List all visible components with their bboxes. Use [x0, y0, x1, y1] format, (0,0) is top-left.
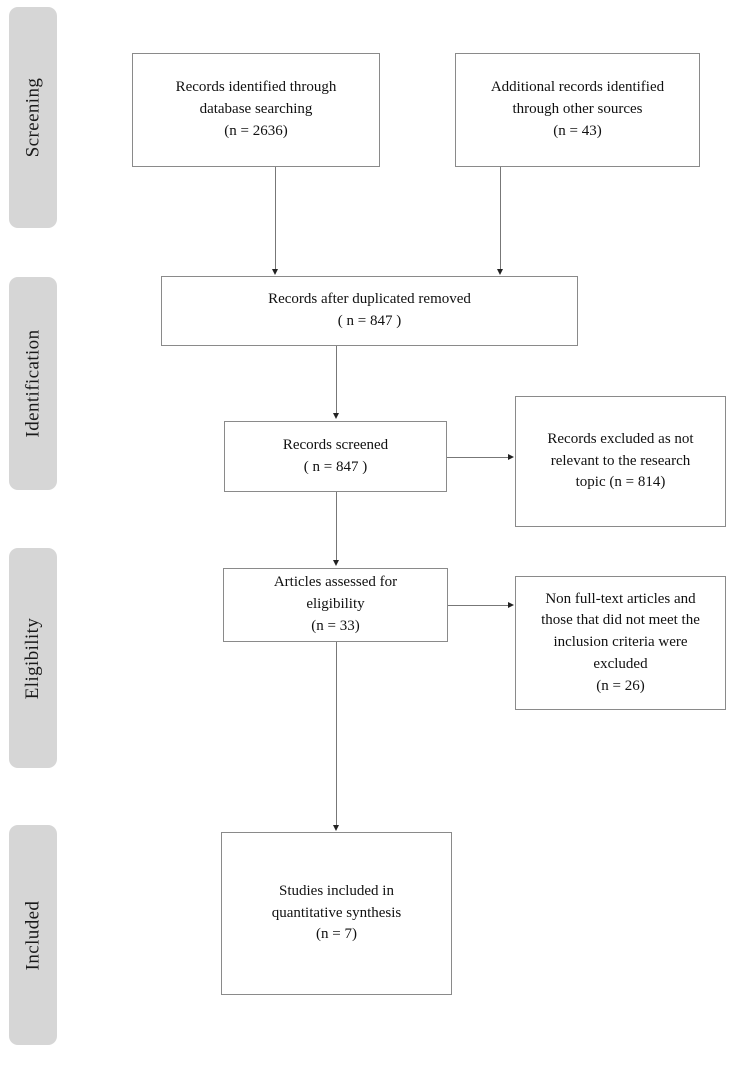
arrowhead-screened-to-excluded: [508, 454, 514, 460]
connector-assessed-to-excluded: [448, 605, 509, 606]
stage-tab-label-screening: Screening: [22, 77, 44, 158]
stage-tab-screening: Screening: [9, 7, 57, 228]
box-studies-included-quantitative-synthesis: Studies included in quantitative synthes…: [221, 832, 452, 995]
box-additional-records-other-sources: Additional records identified through ot…: [455, 53, 700, 167]
connector-assessed-to-included: [336, 642, 337, 826]
box-articles-excluded-text: Non full-text articles and those that di…: [541, 590, 700, 694]
box-records-after-duplicates-removed: Records after duplicated removed ( n = 8…: [161, 276, 578, 346]
stage-tab-identification: Identification: [9, 277, 57, 490]
box-records-screened-text: Records screened ( n = 847 ): [282, 436, 389, 475]
box-articles-excluded: Non full-text articles and those that di…: [515, 576, 726, 710]
box-records-after-duplicates-removed-text: Records after duplicated removed ( n = 8…: [268, 291, 471, 329]
box-records-identified-database: Records identified through database sear…: [132, 53, 380, 167]
connector-screened-to-excluded: [447, 457, 509, 458]
arrowhead-assessed-to-excluded: [508, 602, 514, 608]
stage-tab-label-identification: Identification: [22, 329, 44, 438]
connector-additional-to-duplicates: [500, 167, 501, 270]
connector-screened-to-assessed: [336, 492, 337, 561]
box-records-identified-database-text: Records identified through database sear…: [175, 79, 337, 139]
box-records-excluded: Records excluded as not relevant to the …: [515, 396, 726, 527]
box-records-excluded-text: Records excluded as not relevant to the …: [547, 430, 694, 491]
connector-duplicates-to-screened: [336, 346, 337, 414]
stage-tab-label-included: Included: [22, 900, 44, 970]
box-articles-assessed-eligibility-text: Articles assessed for eligibility (n = 3…: [273, 574, 398, 634]
arrowhead-assessed-to-included: [333, 825, 339, 831]
stage-tab-label-eligibility: Eligibility: [22, 617, 44, 699]
arrowhead-identified-to-duplicates: [272, 269, 278, 275]
box-articles-assessed-eligibility: Articles assessed for eligibility (n = 3…: [223, 568, 448, 642]
stage-tab-included: Included: [9, 825, 57, 1045]
connector-identified-to-duplicates: [275, 167, 276, 270]
arrowhead-screened-to-assessed: [333, 560, 339, 566]
arrowhead-additional-to-duplicates: [497, 269, 503, 275]
stage-tab-eligibility: Eligibility: [9, 548, 57, 768]
box-additional-records-other-sources-text: Additional records identified through ot…: [490, 79, 665, 139]
box-studies-included-quantitative-synthesis-text: Studies included in quantitative synthes…: [271, 882, 402, 943]
box-records-screened: Records screened ( n = 847 ): [224, 421, 447, 492]
arrowhead-duplicates-to-screened: [333, 413, 339, 419]
